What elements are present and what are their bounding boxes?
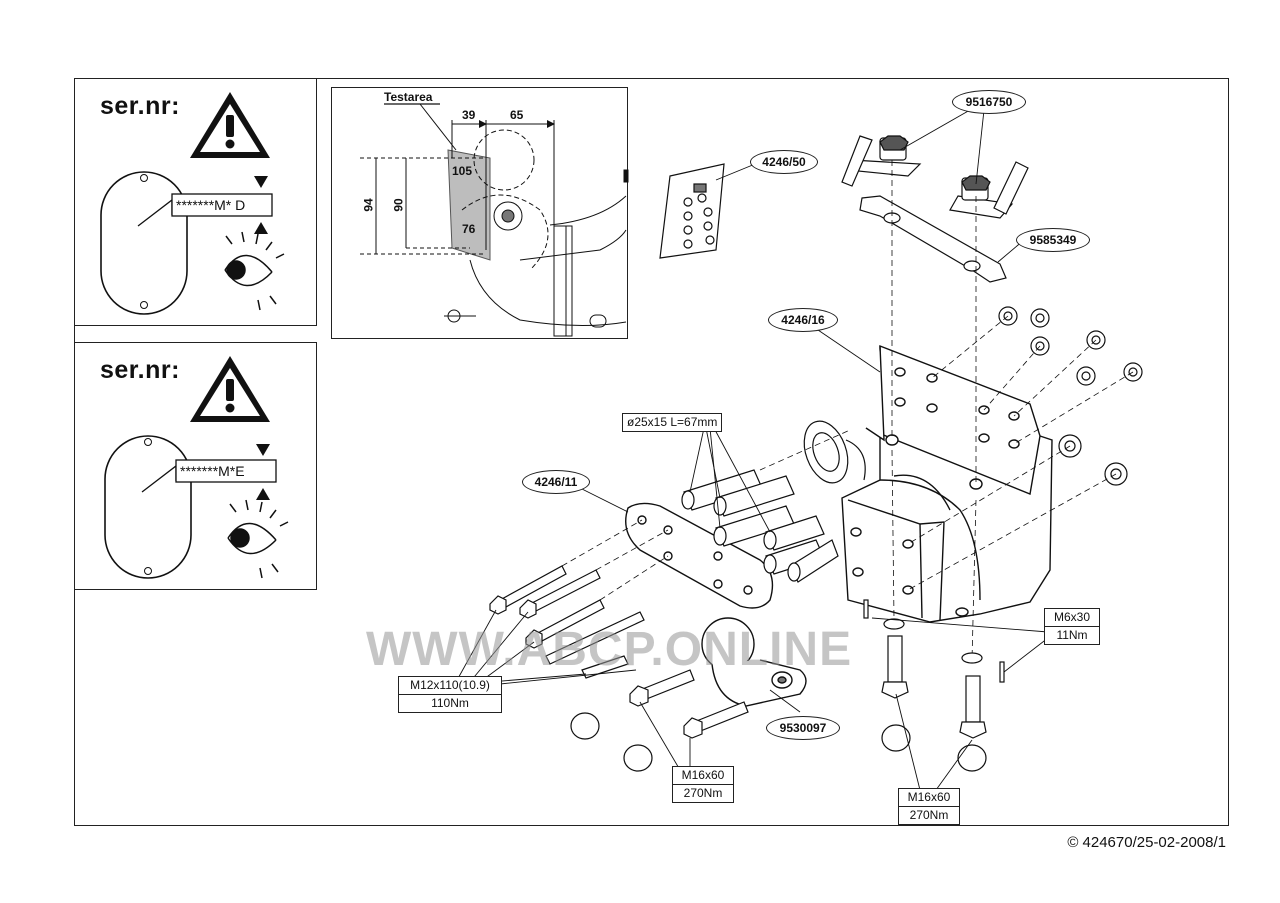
dim-76: 76	[462, 222, 476, 236]
torque-label-m16-b: M16x60 270Nm	[898, 788, 960, 825]
part-label-4246-16: 4246/16	[768, 308, 838, 332]
m16-bolts	[629, 599, 1005, 739]
bolt-size: M16x60	[673, 767, 733, 785]
testarea-title: Testarea	[384, 90, 433, 104]
watermark: WWW.ABCP.ONLINE	[366, 623, 853, 676]
serial-heading: ser.nr:	[100, 92, 180, 120]
spacer-spec-label: ø25x15 L=67mm	[622, 413, 723, 432]
bolt-torque: 110Nm	[431, 696, 469, 710]
part-label-9585349: 9585349	[1016, 228, 1090, 252]
bolt-size: M12x110(10.9)	[399, 677, 501, 695]
front-plate	[625, 502, 774, 609]
testarea-detail	[360, 103, 629, 337]
top-nut-plates	[841, 135, 1029, 219]
serial-panel-d	[74, 78, 317, 326]
nut-caps	[570, 712, 987, 772]
part-label-4246-50: 4246/50	[750, 150, 818, 174]
tow-ball	[701, 617, 807, 707]
dim-65: 65	[510, 108, 524, 122]
dim-105: 105	[452, 164, 473, 178]
bolt-size: M16x60	[899, 789, 959, 807]
dim-90: 90	[391, 198, 406, 212]
part-label-9516750: 9516750	[952, 90, 1026, 114]
plate-oval-d	[100, 171, 273, 315]
assembly-lines	[561, 160, 1134, 661]
part-label-9530097: 9530097	[766, 716, 840, 740]
spacer-tubes	[681, 469, 839, 583]
cable-plate-icon	[659, 163, 725, 259]
serial-heading: ser.nr:	[100, 356, 180, 384]
dim-39: 39	[462, 108, 476, 122]
torque-label-m16-a: M16x60 270Nm	[672, 766, 734, 803]
serial-code-e: *******M*E	[180, 463, 245, 479]
spacer-spec-text: ø25x15 L=67mm	[627, 415, 718, 429]
bolt-torque: 270Nm	[909, 808, 949, 822]
plate-oval-e	[104, 435, 277, 579]
bolt-torque: 11Nm	[1056, 628, 1088, 642]
part-label-4246-11: 4246/11	[522, 470, 590, 494]
copyright-notice: © 424670/25-02-2008/1	[1067, 834, 1226, 851]
dim-94: 94	[361, 198, 376, 212]
eye-icon	[224, 231, 285, 311]
serial-code-d: *******M* D	[176, 197, 246, 213]
leader-lines	[455, 109, 1049, 791]
bolt-size: M6x30	[1045, 609, 1099, 627]
warning-triangle-icon	[190, 92, 270, 158]
eye-icon	[227, 499, 289, 579]
socket-ring	[803, 420, 866, 484]
m12-bolts	[489, 565, 645, 679]
main-bracket	[841, 344, 1053, 623]
bolt-torque: 270Nm	[683, 786, 723, 800]
torque-label-m6: M6x30 11Nm	[1044, 608, 1100, 645]
warning-triangle-icon	[190, 356, 270, 422]
flange-nuts	[998, 306, 1143, 486]
torque-label-m12: M12x110(10.9) 110Nm	[398, 676, 502, 713]
